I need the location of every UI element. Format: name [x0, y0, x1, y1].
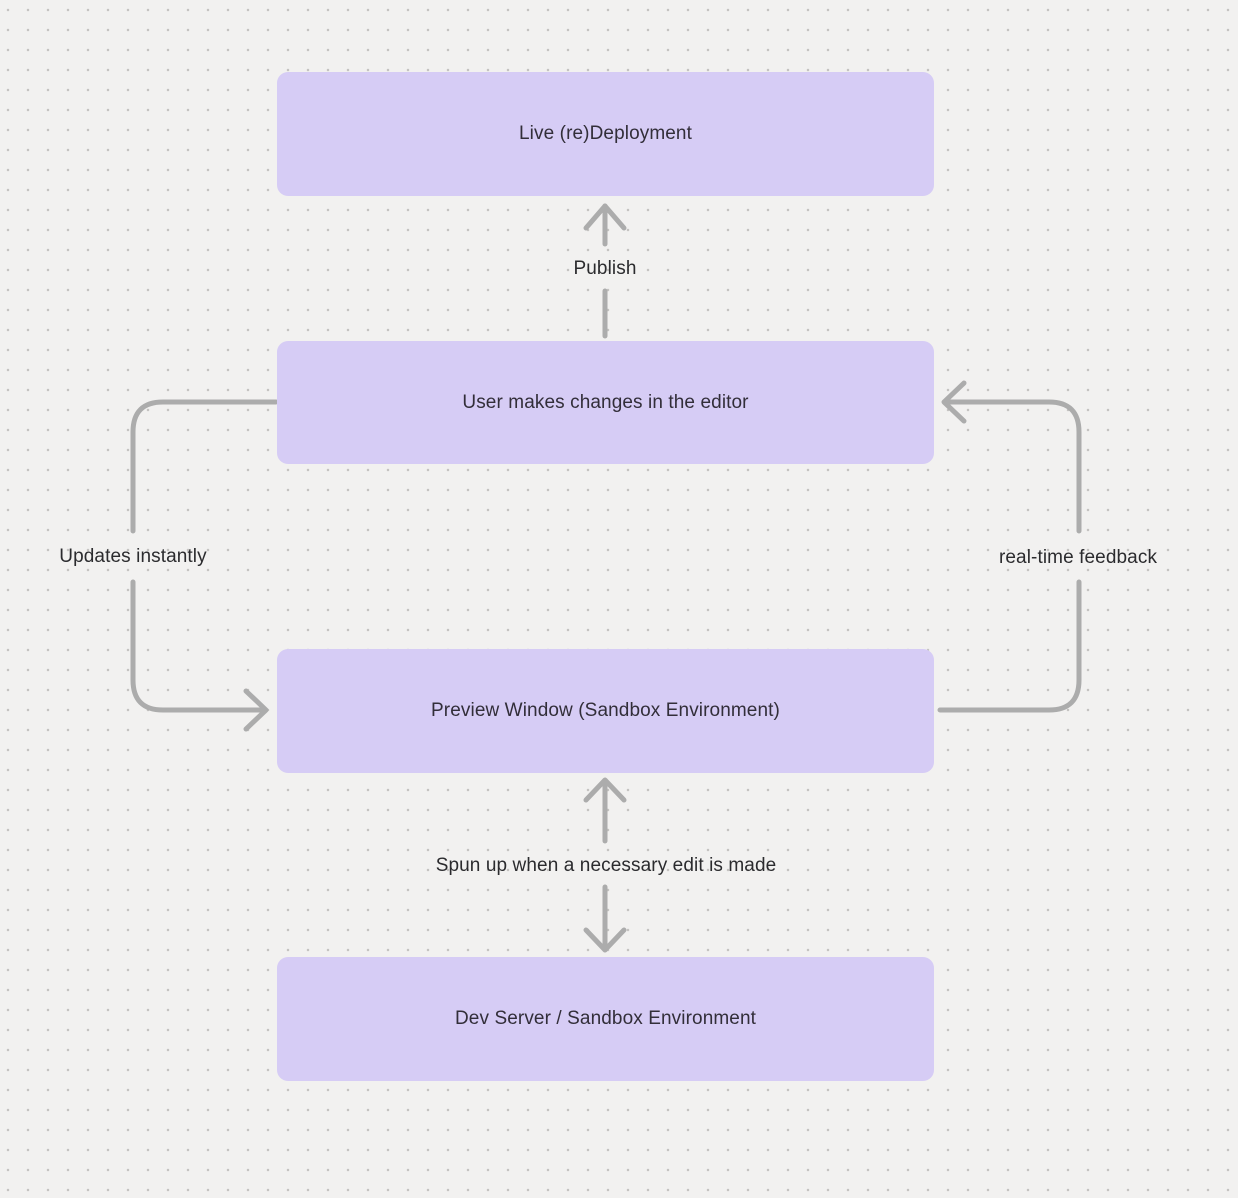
updates-arrow-upper-segment [130, 399, 279, 534]
node-user-editor-changes[interactable]: User makes changes in the editor [277, 341, 934, 464]
node-label: User makes changes in the editor [462, 391, 749, 413]
arrow-up-icon [583, 203, 627, 231]
node-label: Dev Server / Sandbox Environment [454, 1008, 756, 1029]
updates-arrow-lower-segment [130, 579, 265, 713]
arrow-left-icon [941, 380, 967, 424]
node-preview-window[interactable]: Preview Window (Sandbox Environment) [277, 649, 934, 773]
arrow-up-icon [583, 777, 627, 803]
node-label: Live (re)Deployment [519, 123, 692, 144]
edge-label-spun-up[interactable]: Spun up when a necessary edit is made [435, 855, 777, 876]
feedback-arrow-lower-segment [937, 579, 1082, 713]
edge-label-publish[interactable]: Publish [573, 258, 637, 279]
feedback-arrow-upper-segment [945, 399, 1082, 534]
edge-label-updates-instantly[interactable]: Updates instantly [59, 546, 207, 567]
publish-arrow[interactable] [583, 203, 627, 339]
edge-label-real-time-feedback[interactable]: real-time feedback [998, 547, 1158, 568]
real-time-feedback-arrow[interactable] [937, 380, 1082, 713]
node-live-redeployment[interactable]: Live (re)Deployment [277, 72, 934, 196]
arrow-down-icon [583, 927, 627, 953]
updates-instantly-arrow[interactable] [130, 399, 279, 732]
arrow-right-icon [243, 688, 269, 732]
node-label: Preview Window (Sandbox Environment) [431, 700, 780, 721]
node-dev-server[interactable]: Dev Server / Sandbox Environment [277, 957, 934, 1081]
spun-up-arrow[interactable] [583, 777, 627, 953]
